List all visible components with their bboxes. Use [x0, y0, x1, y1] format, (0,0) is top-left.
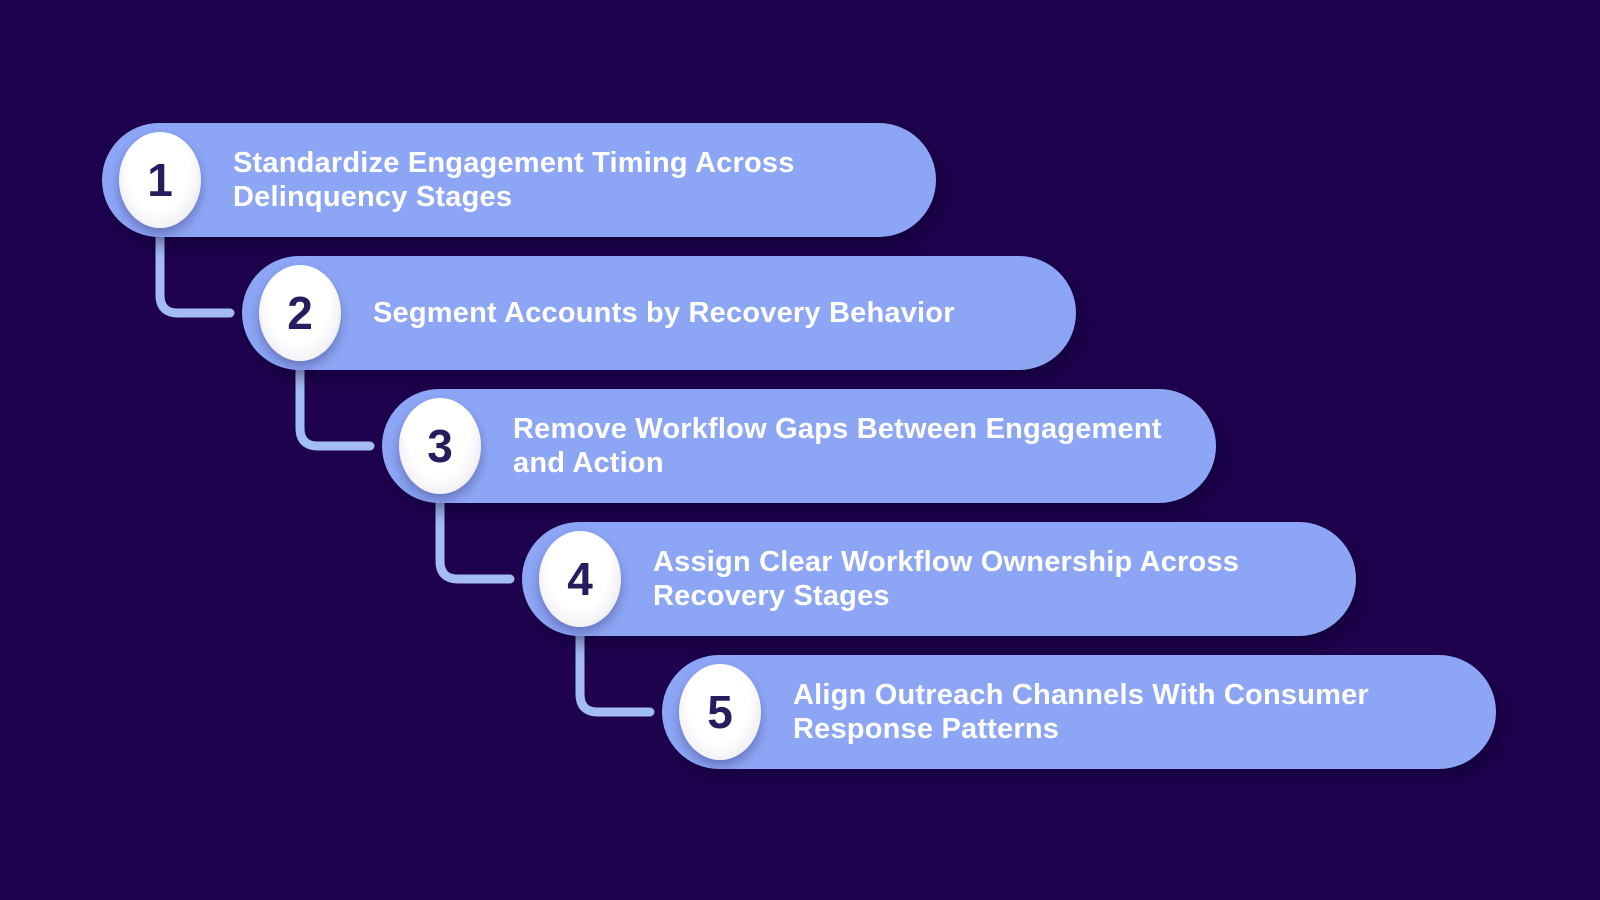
- step-text-5: Align Outreach Channels With Consumer Re…: [793, 678, 1369, 746]
- step-pill-1: 1 Standardize Engagement Timing Across D…: [102, 123, 936, 237]
- step-number-badge-2: 2: [259, 265, 341, 361]
- step-text-1: Standardize Engagement Timing Across Del…: [233, 146, 795, 214]
- step-number-badge-5: 5: [679, 664, 761, 760]
- step-pill-5: 5 Align Outreach Channels With Consumer …: [662, 655, 1496, 769]
- step-line: and Action: [513, 447, 664, 479]
- step-number-4: 4: [567, 553, 593, 605]
- step-line: Response Patterns: [793, 713, 1060, 745]
- step-text-2: Segment Accounts by Recovery Behavior: [373, 296, 955, 330]
- step-line: Delinquency Stages: [233, 181, 513, 213]
- step-number-5: 5: [707, 686, 733, 738]
- connector-step1-step2: [155, 224, 235, 318]
- step-number-1: 1: [147, 154, 173, 206]
- connector-step3-step4: [435, 490, 515, 584]
- step-line: Recovery Stages: [653, 580, 890, 612]
- step-pill-3: 3 Remove Workflow Gaps Between Engagemen…: [382, 389, 1216, 503]
- step-pill-4: 4 Assign Clear Workflow Ownership Across…: [522, 522, 1356, 636]
- step-line: Align Outreach Channels With Consumer: [793, 679, 1369, 711]
- step-number-2: 2: [287, 287, 313, 339]
- step-line: Standardize Engagement Timing Across: [233, 147, 795, 179]
- step-number-badge-1: 1: [119, 132, 201, 228]
- connector-step4-step5: [575, 623, 655, 717]
- step-pill-2: 2 Segment Accounts by Recovery Behavior: [242, 256, 1076, 370]
- step-text-3: Remove Workflow Gaps Between Engagement …: [513, 412, 1162, 480]
- step-line: Remove Workflow Gaps Between Engagement: [513, 413, 1162, 445]
- step-number-badge-4: 4: [539, 531, 621, 627]
- step-number-badge-3: 3: [399, 398, 481, 494]
- step-number-3: 3: [427, 420, 453, 472]
- step-line: Segment Accounts by Recovery Behavior: [373, 297, 955, 329]
- step-text-4: Assign Clear Workflow Ownership Across R…: [653, 545, 1239, 613]
- step-line: Assign Clear Workflow Ownership Across: [653, 546, 1240, 578]
- connector-step2-step3: [295, 357, 375, 451]
